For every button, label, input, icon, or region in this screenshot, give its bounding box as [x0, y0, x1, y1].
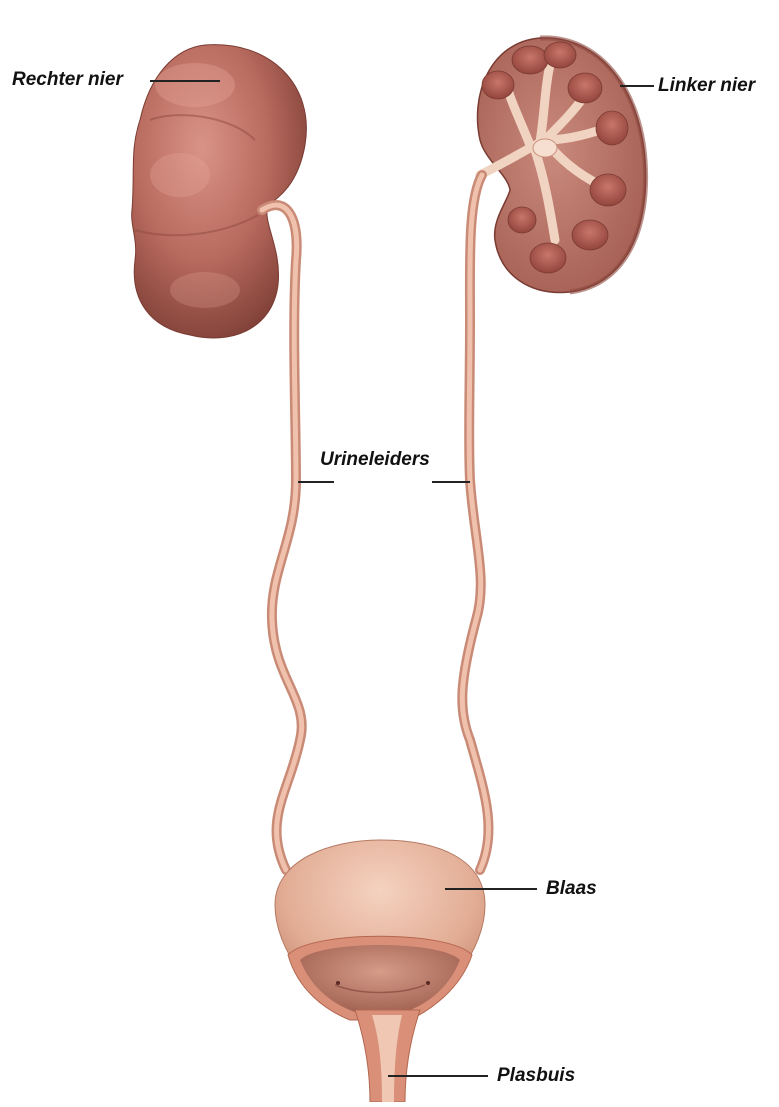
label-bladder: Blaas: [546, 879, 597, 898]
leader-right-kidney: [150, 80, 220, 82]
leader-bladder: [445, 888, 537, 890]
urethra: [355, 1010, 420, 1102]
ureters: [262, 175, 489, 870]
label-right-kidney: Rechter nier: [12, 70, 123, 89]
leader-ureter-left: [432, 481, 470, 483]
leader-urethra: [388, 1075, 488, 1077]
right-kidney: [132, 45, 307, 338]
label-ureters: Urineleiders: [320, 450, 430, 469]
label-urethra: Plasbuis: [497, 1066, 575, 1085]
left-kidney: [478, 38, 646, 293]
leader-ureter-right: [298, 481, 334, 483]
label-left-kidney: Linker nier: [658, 76, 755, 95]
leader-left-kidney: [620, 85, 654, 87]
bladder: [275, 840, 485, 1020]
